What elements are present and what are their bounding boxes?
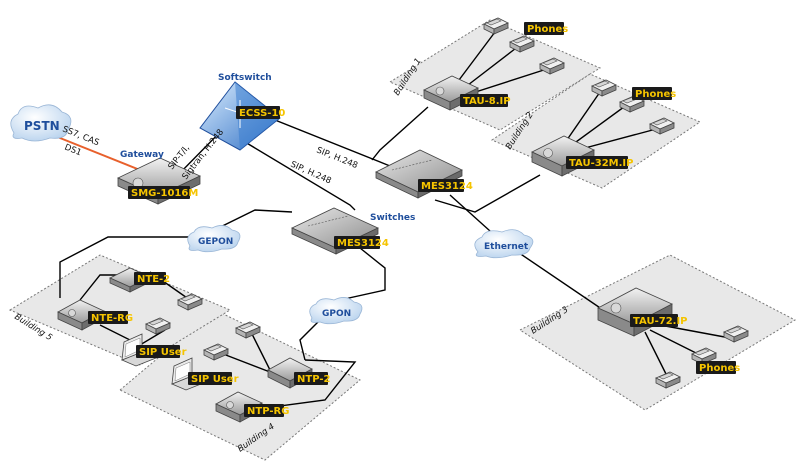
phones-building1: Phones (483, 17, 568, 75)
phones-label-2: Phones (635, 89, 676, 100)
pstn-label: PSTN (24, 119, 60, 133)
device-tau8: TAU-8.IP (423, 75, 511, 111)
b5-link-a (79, 274, 120, 301)
phones-label-3: Phones (699, 363, 740, 374)
b4-phone-link-b (217, 351, 271, 373)
phones-building2: Phones (591, 79, 676, 135)
ecss-label: ECSS-10 (239, 108, 285, 119)
gepon-cloud-1: GEPON (187, 225, 241, 253)
gepon-label-1: GEPON (198, 237, 233, 247)
ethernet-cloud: Ethernet (474, 229, 534, 259)
proto-sip-h248-b: SIP, H.248 (289, 160, 333, 187)
proto-sip-h248-a: SIP, H.248 (315, 146, 359, 172)
pstn-link (54, 135, 141, 171)
switches-title: Switches (370, 213, 415, 223)
gateway-smg: Gateway SMG-1016M (117, 150, 201, 205)
building-3-area: Building 3 (518, 254, 797, 411)
phones-label-1: Phones (527, 24, 568, 35)
device-ntprg: NTP-RG (215, 391, 289, 423)
nte2-label: NTE-2 (137, 274, 170, 285)
sip-user-2: SIP User (171, 357, 239, 391)
pstn-cloud: PSTN (10, 104, 72, 142)
gepon-link-1 (59, 209, 293, 298)
mes-tau8-link (371, 106, 429, 161)
sip-user-label-1: SIP User (139, 347, 187, 358)
sip-user-label-2: SIP User (191, 374, 239, 385)
phones-building3: Phones (655, 325, 749, 389)
switch-mes-mid: Switches MES3124 (291, 207, 415, 255)
tau32-label: TAU-32M.IP (569, 158, 633, 169)
nterg-label: NTE-RG (91, 313, 133, 324)
gpon-cloud-2: GPON (309, 297, 363, 325)
ntprg-label: NTP-RG (247, 406, 289, 417)
mes-top-label: MES3124 (421, 181, 473, 192)
tau72-label: TAU-72.IP (633, 316, 688, 327)
gpon-link-2 (299, 247, 386, 361)
switch-mes-top: MES3124 (375, 149, 473, 199)
mes-mid-label: MES3124 (337, 238, 389, 249)
tau72-phone-b (649, 329, 701, 356)
b4-phone-link-a (249, 329, 271, 371)
device-ntp2: NTP-2 (267, 357, 330, 389)
device-nte2: NTE-2 (109, 267, 170, 293)
b4-link-a (249, 359, 357, 411)
gateway-title: Gateway (120, 150, 164, 160)
softswitch-title: Softswitch (218, 73, 272, 83)
ethernet-label: Ethernet (484, 242, 529, 252)
ntp2-label: NTP-2 (297, 374, 330, 385)
tau72-phone-a (659, 324, 731, 339)
device-tau32: TAU-32M.IP (531, 135, 633, 177)
device-nterg: NTE-RG (57, 299, 133, 331)
mes-tau32-link (434, 174, 541, 213)
softswitch-ecss: Softswitch ECSS-10 (199, 73, 285, 151)
smg-label: SMG-1016M (131, 188, 198, 199)
tau72-phone-c (644, 331, 669, 379)
tau8-label: TAU-8.IP (463, 96, 511, 107)
device-tau72: TAU-72.IP (597, 287, 688, 337)
ecss-mes-mid-link (244, 141, 356, 211)
gpon-label-2: GPON (322, 309, 351, 319)
sip-user-1: SIP User (121, 333, 187, 367)
